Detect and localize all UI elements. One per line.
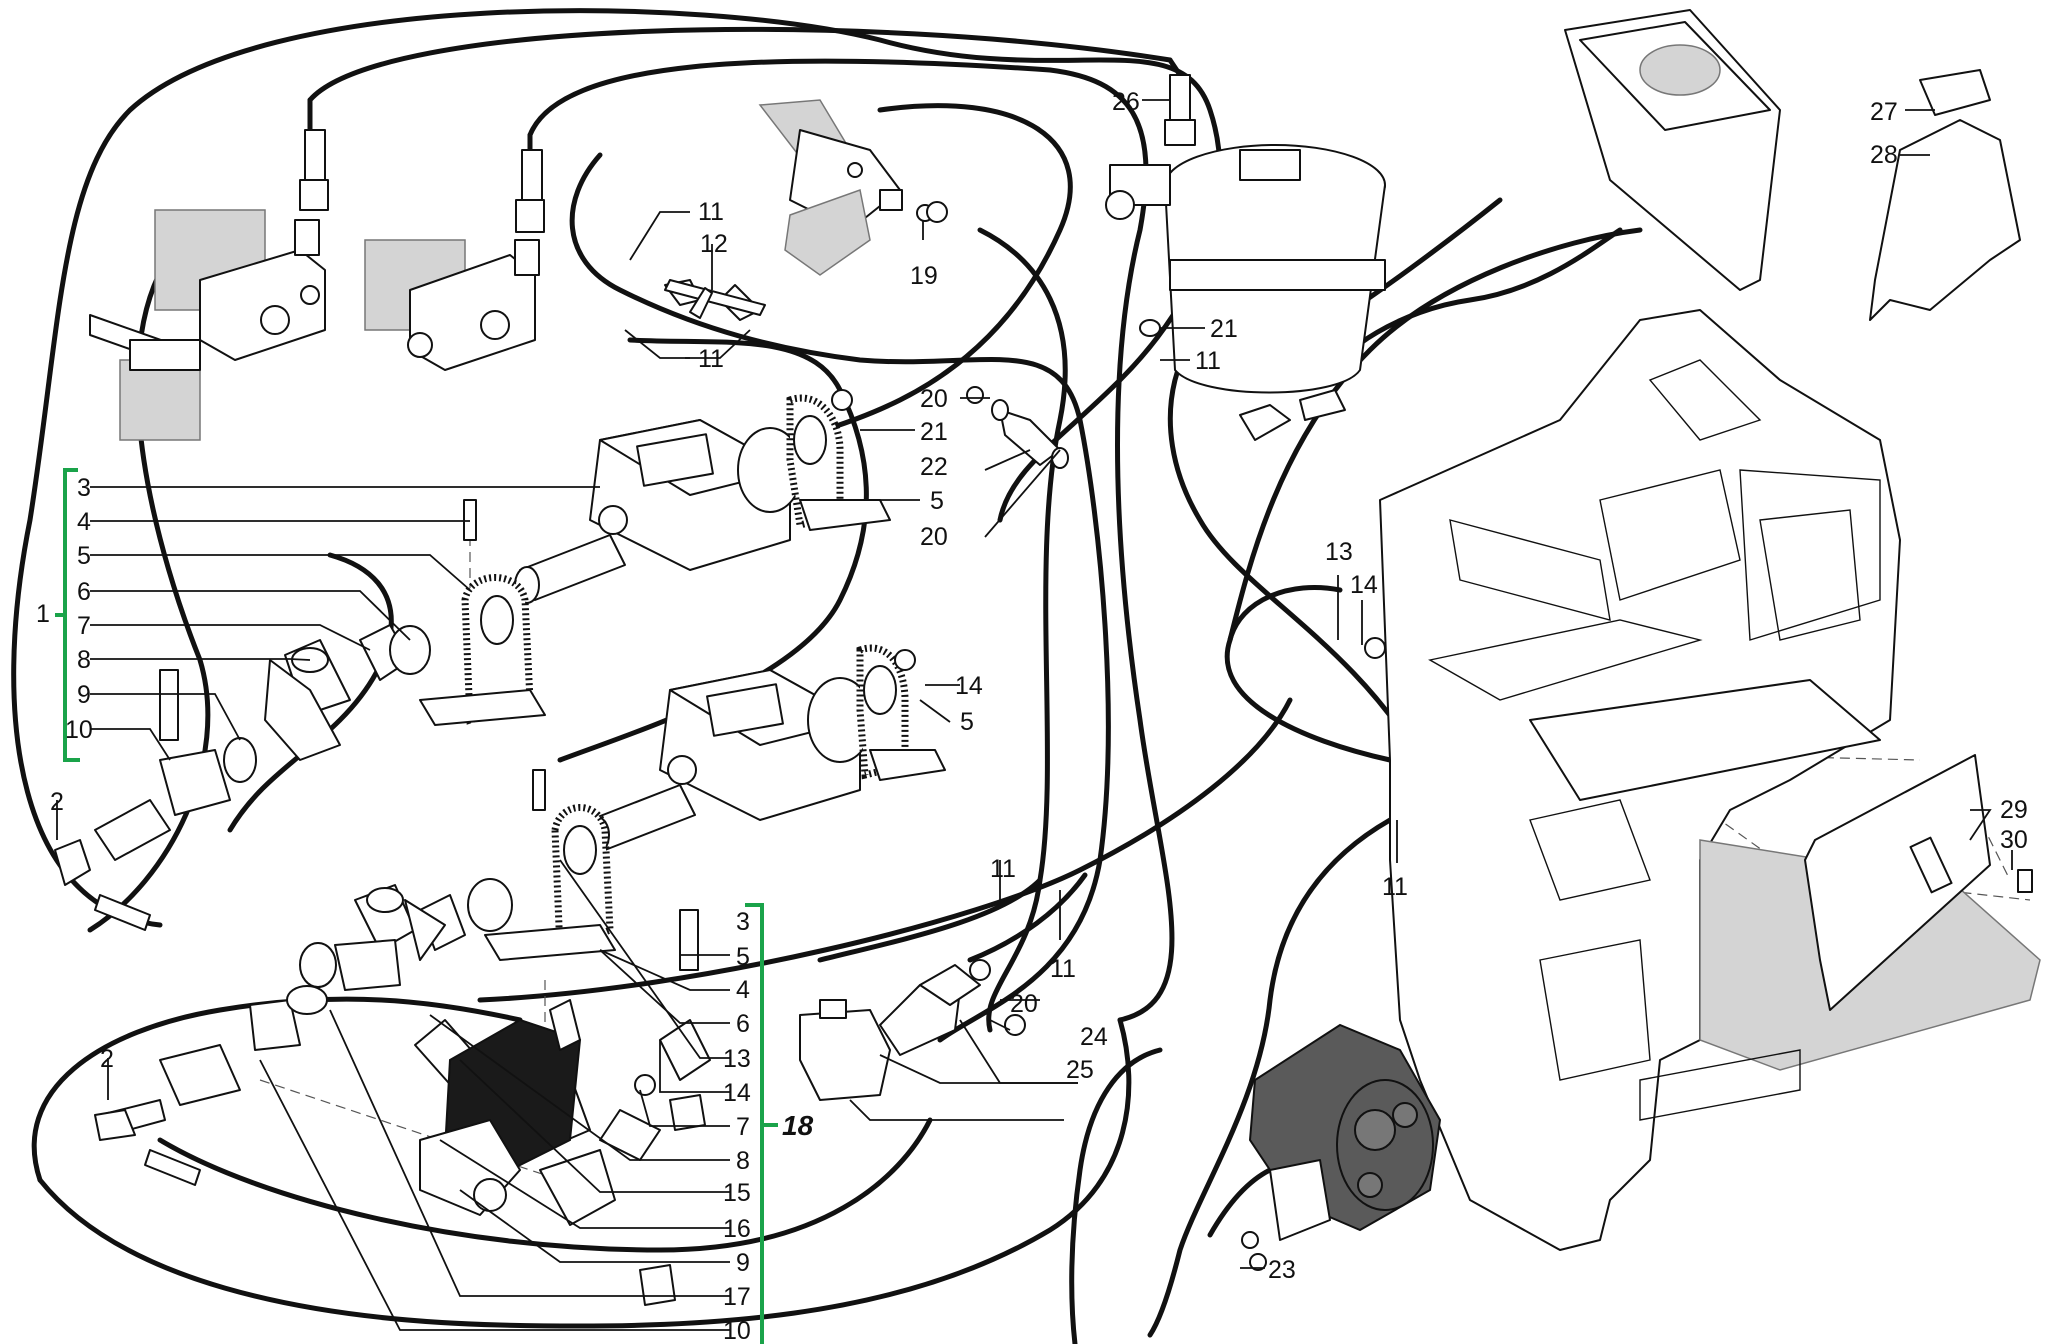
- pump-upper: [514, 394, 891, 604]
- group-brackets: [55, 468, 778, 1344]
- callout-17: 17: [723, 1283, 751, 1311]
- callout-24: 24: [1080, 1023, 1108, 1051]
- callout-18: 18: [782, 1110, 814, 1141]
- water-tank: [1564, 9, 1781, 291]
- callout-6-upper: 6: [77, 578, 91, 606]
- water-hoses: [11, 8, 1643, 1344]
- callout-22: 22: [920, 453, 948, 481]
- callout-5-lower-right: 5: [960, 708, 974, 736]
- callout-3-lower: 3: [736, 908, 750, 936]
- couplings: [664, 201, 1386, 1036]
- callout-8-upper: 8: [77, 646, 91, 674]
- callout-9-upper: 9: [77, 681, 91, 709]
- boiler: [1105, 74, 1386, 441]
- callout-21-pump: 21: [920, 418, 948, 446]
- callout-7-upper: 7: [77, 612, 91, 640]
- mounting-plate: [1804, 754, 2033, 1011]
- callout-30: 30: [2000, 826, 2028, 854]
- callout-1: 1: [36, 600, 50, 628]
- solenoid-valve-right: [364, 149, 545, 371]
- callout-7-lower: 7: [736, 1113, 750, 1141]
- callout-12: 12: [700, 230, 728, 258]
- flowmeter: [799, 964, 981, 1101]
- callout-14-upper: 14: [955, 672, 983, 700]
- solenoid-valve-left: [89, 129, 329, 441]
- callout-23: 23: [1268, 1256, 1296, 1284]
- fittings-group-1: [54, 624, 431, 931]
- callout-15: 15: [723, 1179, 751, 1207]
- callout-2-upper: 2: [50, 788, 64, 816]
- callout-11-top: 11: [698, 198, 724, 226]
- callout-16: 16: [723, 1215, 751, 1243]
- callout-4-lower: 4: [736, 976, 750, 1004]
- pump-upper-bracket: [419, 499, 546, 726]
- callout-13-lower: 13: [723, 1045, 751, 1073]
- callout-20-flow: 20: [1010, 990, 1038, 1018]
- callout-2-lower: 2: [100, 1045, 114, 1073]
- callout-3-upper: 3: [77, 474, 91, 502]
- callout-11-boiler: 11: [1195, 347, 1221, 375]
- callout-11-mid: 11: [698, 345, 724, 373]
- callout-10-upper: 10: [65, 716, 93, 744]
- callout-27: 27: [1870, 98, 1898, 126]
- fittings-group-18: [94, 878, 711, 1306]
- callout-5-upper: 5: [77, 542, 91, 570]
- callout-6-lower: 6: [736, 1010, 750, 1038]
- callout-29: 29: [2000, 796, 2028, 824]
- callout-28: 28: [1870, 141, 1898, 169]
- callout-9-lower: 9: [736, 1249, 750, 1277]
- leader-lines: [56, 99, 2013, 1331]
- callout-26: 26: [1112, 88, 1140, 116]
- callout-13-right: 13: [1325, 538, 1353, 566]
- callout-11-flow-b: 11: [1050, 955, 1076, 983]
- callout-4-upper: 4: [77, 508, 91, 536]
- pump-lower-bracket: [484, 769, 616, 961]
- pump-lower: [584, 644, 946, 854]
- callout-11-flow-a: 11: [990, 855, 1016, 883]
- callout-20-b: 20: [920, 523, 948, 551]
- callout-8-lower: 8: [736, 1147, 750, 1175]
- callout-11-right: 11: [1382, 873, 1408, 901]
- callout-19: 19: [910, 262, 938, 290]
- callout-14-right: 14: [1350, 571, 1378, 599]
- callout-10-lower: 10: [723, 1317, 751, 1344]
- tee-fitting: [664, 279, 766, 319]
- callout-21-boiler: 21: [1210, 315, 1238, 343]
- inlet-solenoid: [758, 99, 934, 276]
- drip-cover: [1869, 69, 2021, 321]
- callout-25: 25: [1066, 1056, 1094, 1084]
- callout-20-a: 20: [920, 385, 948, 413]
- callout-5-upper-right: 5: [930, 487, 944, 515]
- callout-labels: 1 3 4 5 6 7 8 9 10 2 2 26 11 12 11 19 21…: [36, 88, 2028, 1344]
- callout-5-lower: 5: [736, 943, 750, 971]
- brewing-unit: [1241, 1023, 1442, 1271]
- callout-14-lower: 14: [723, 1079, 751, 1107]
